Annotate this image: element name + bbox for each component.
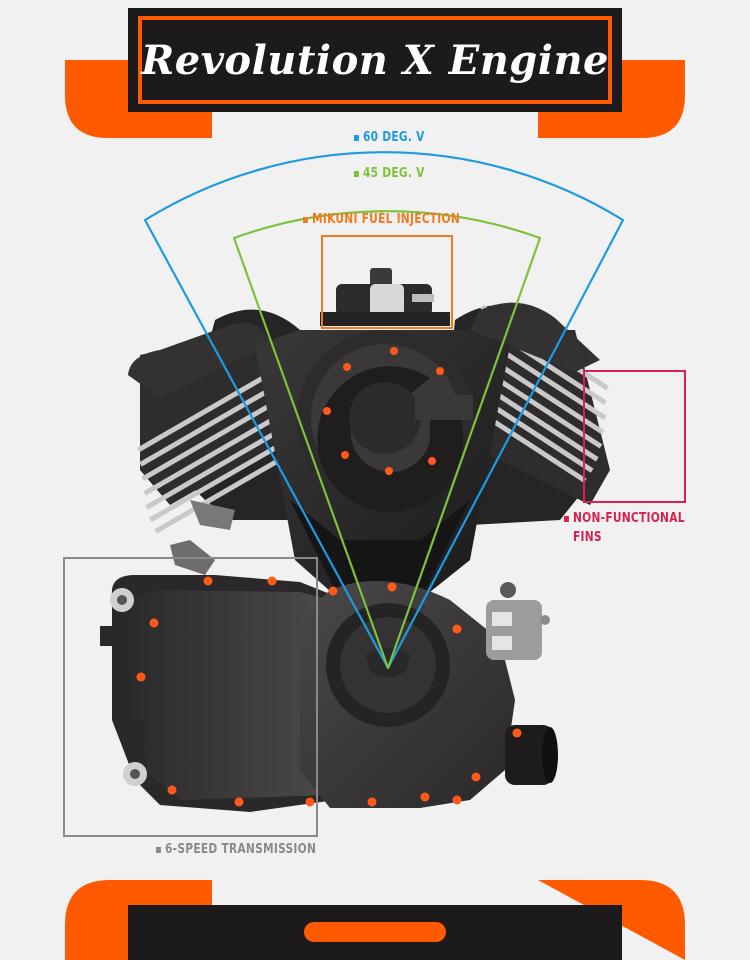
legend-square-green <box>354 170 359 177</box>
label-60-deg-v-text: 60 DEG. V <box>363 130 425 145</box>
bottom-banner-decoration <box>65 880 685 960</box>
bolts <box>136 347 522 807</box>
label-45-deg-v: 45 DEG. V <box>354 166 425 181</box>
legend-square-gray <box>156 846 161 853</box>
fins-callout-box <box>583 370 686 503</box>
transmission-callout-box <box>63 557 318 837</box>
label-fuel-injection: MIKUNI FUEL INJECTION <box>303 212 460 227</box>
legend-square-blue <box>354 134 359 141</box>
top-banner-decoration <box>65 8 685 138</box>
label-transmission: 6-SPEED TRANSMISSION <box>156 842 316 857</box>
label-60-deg-v: 60 DEG. V <box>354 130 425 145</box>
engine-illustration <box>100 268 610 812</box>
page-title: Revolution X Engine <box>141 36 609 84</box>
label-fuel-injection-text: MIKUNI FUEL INJECTION <box>312 212 461 227</box>
transmission-case <box>100 575 335 812</box>
legend-square-crimson <box>564 515 569 522</box>
label-transmission-text: 6-SPEED TRANSMISSION <box>165 842 317 857</box>
angle-45-arc <box>232 210 542 670</box>
label-fins-line2: FINS <box>573 530 602 545</box>
label-non-functional-fins: NON-FUNCTIONAL FINS <box>564 509 685 547</box>
fuel-injection-callout-box <box>321 235 453 329</box>
fuel-injector <box>320 268 450 326</box>
angle-60-arc <box>143 151 625 670</box>
label-45-deg-v-text: 45 DEG. V <box>363 166 425 181</box>
engine-mount-right <box>486 582 550 660</box>
legend-square-orange <box>303 216 308 223</box>
label-fins-line1: NON-FUNCTIONAL <box>573 511 685 526</box>
